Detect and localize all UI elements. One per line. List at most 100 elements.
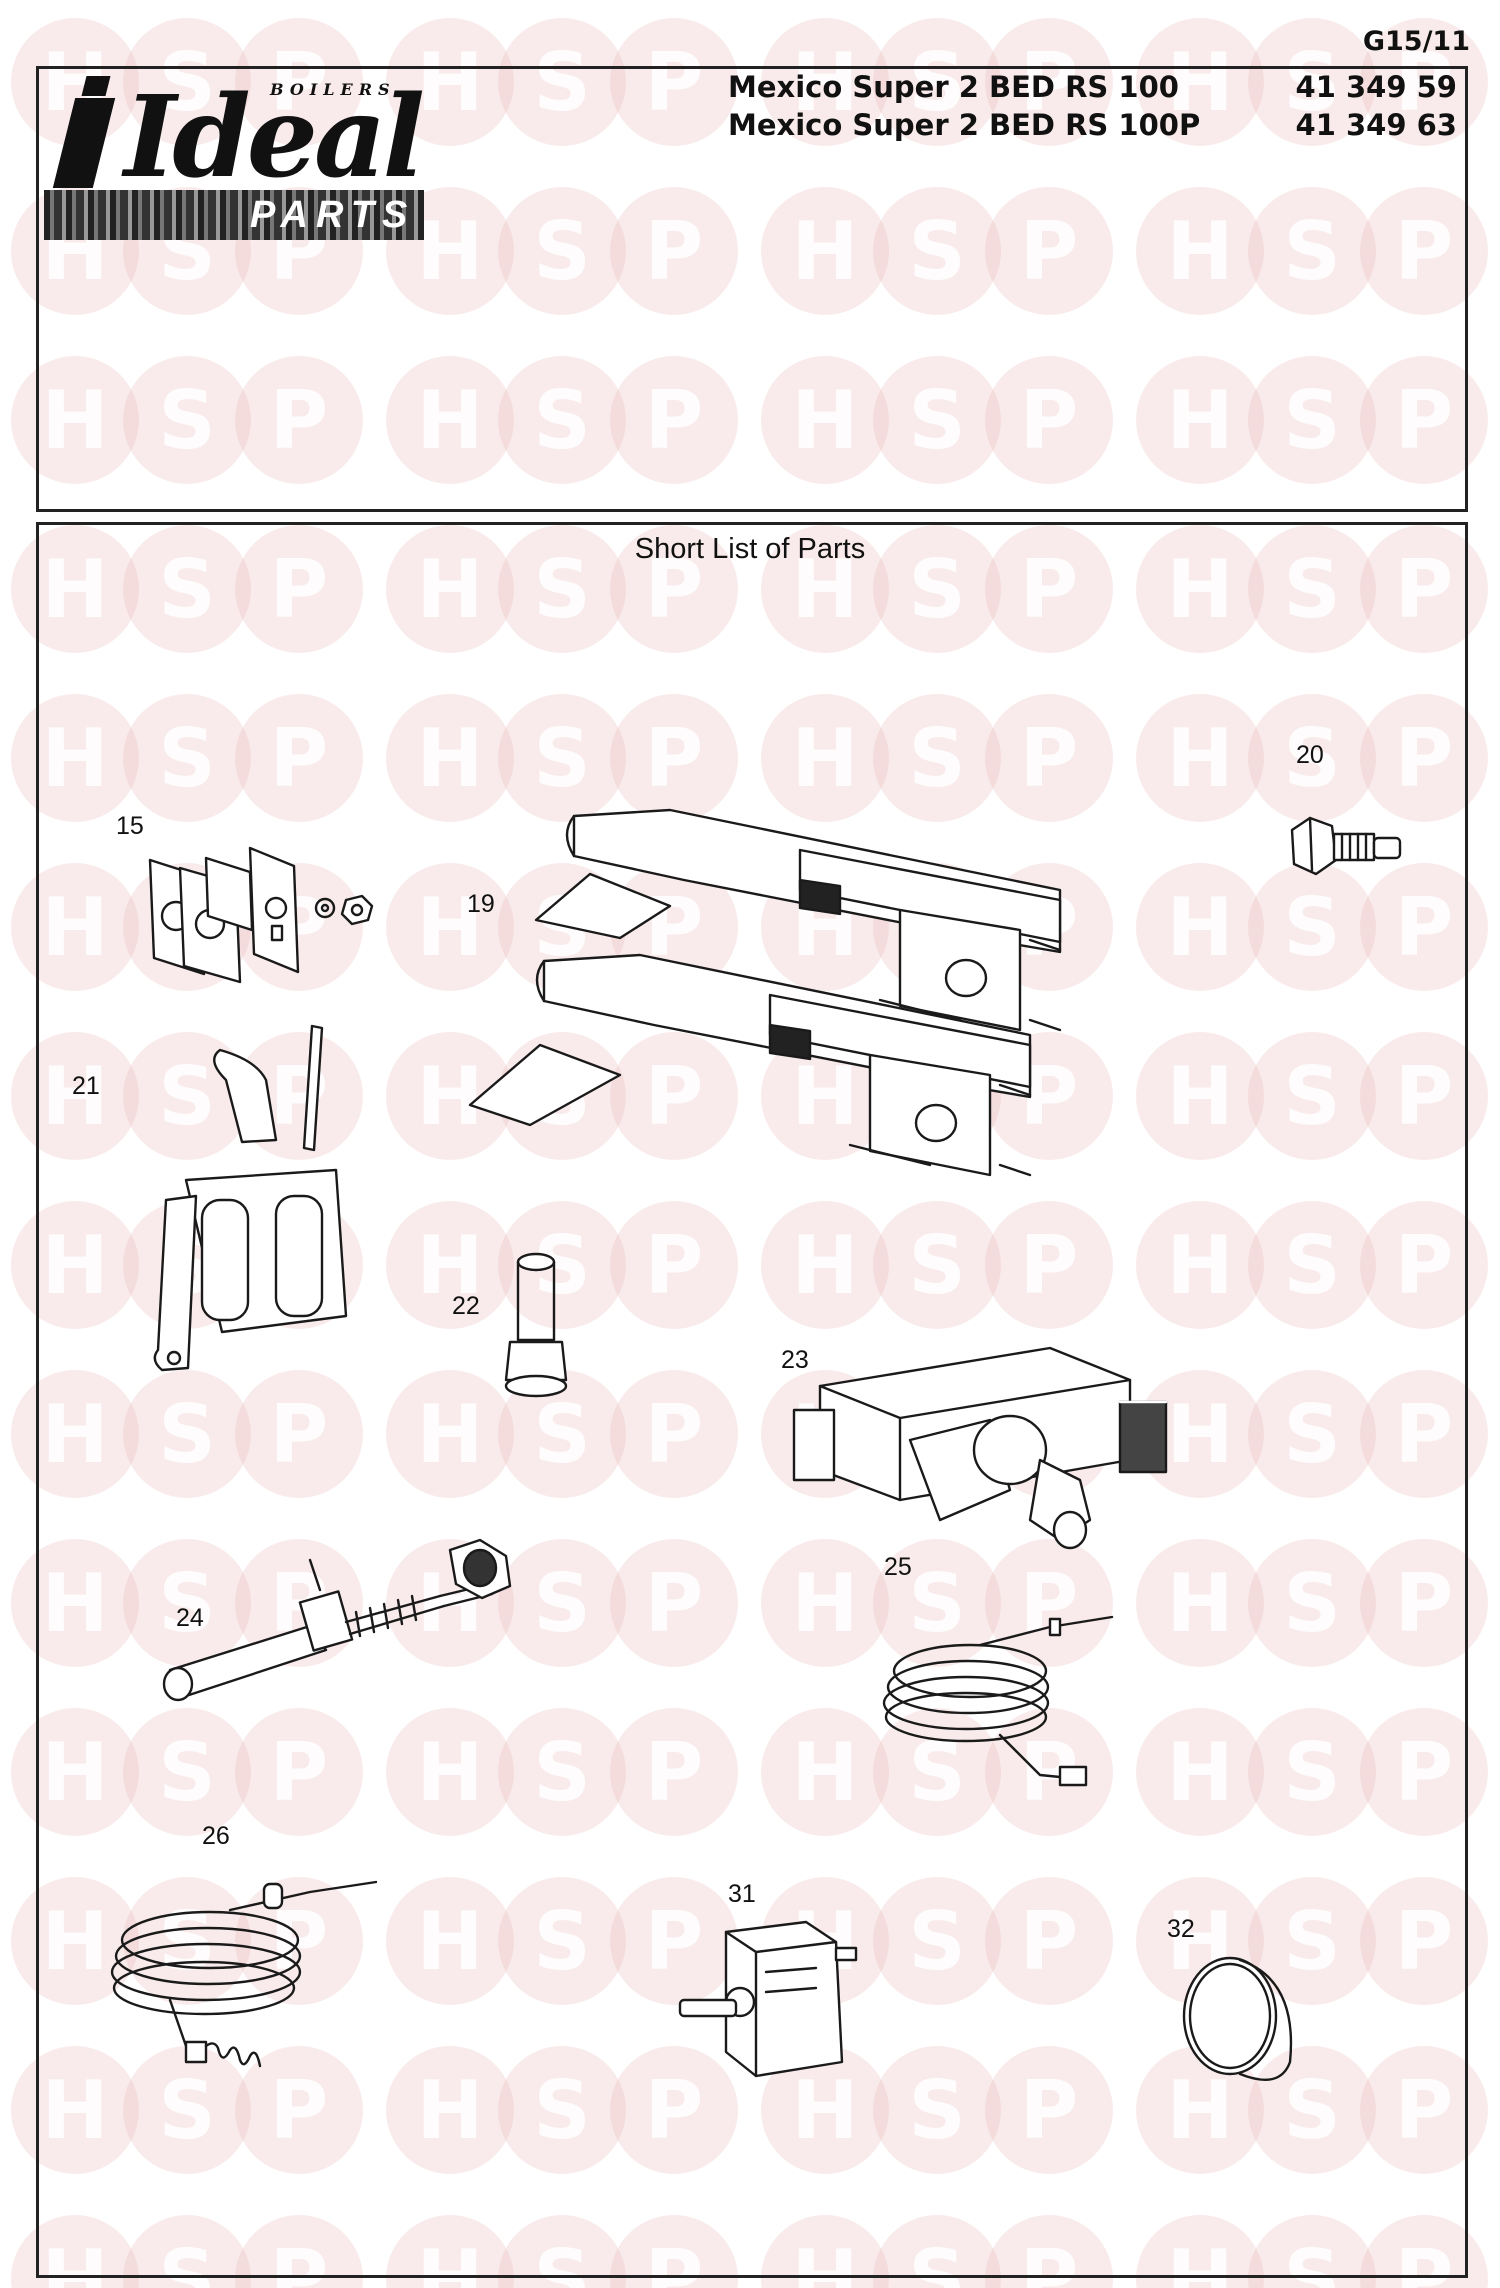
watermark-circle (873, 2046, 1001, 2174)
watermark-letter: S (1283, 374, 1341, 467)
part-label-24: 24 (176, 1604, 204, 1632)
model-code: 41 349 59 (1295, 70, 1457, 104)
watermark-letter: H (792, 1557, 859, 1650)
watermark-circle (1136, 2215, 1264, 2288)
watermark-circle (1136, 863, 1264, 991)
watermark-letter: S (908, 2233, 966, 2288)
watermark-circle (1360, 2046, 1488, 2174)
watermark-letter: H (1167, 1219, 1234, 1312)
watermark-circle (1360, 2215, 1488, 2288)
thermocouple-part (880, 1605, 1120, 1805)
watermark-letter: S (908, 36, 966, 129)
watermark-circle (1248, 1539, 1376, 1667)
watermark-letter: H (417, 1726, 484, 1819)
watermark-letter: P (270, 712, 329, 805)
watermark-letter: P (645, 1895, 704, 1988)
watermark-circle (1136, 525, 1264, 653)
watermark-letter: P (1020, 712, 1079, 805)
part-label-32: 32 (1167, 1915, 1195, 1943)
watermark-circle (985, 18, 1113, 146)
watermark-letter: S (1283, 1557, 1341, 1650)
watermark-letter: S (533, 1726, 591, 1819)
watermark-letter: H (417, 1388, 484, 1481)
watermark-letter: P (645, 36, 704, 129)
watermark-circle (1248, 2046, 1376, 2174)
watermark-circle (1360, 356, 1488, 484)
watermark-circle (610, 1708, 738, 1836)
watermark-letter: H (42, 881, 109, 974)
watermark-letter: P (645, 1050, 704, 1143)
watermark-letter: S (1283, 1050, 1341, 1143)
part-label-22: 22 (452, 1292, 480, 1320)
watermark-circle (386, 1201, 514, 1329)
watermark-letter: H (42, 712, 109, 805)
watermark-circle (386, 2215, 514, 2288)
watermark-circle (123, 1708, 251, 1836)
watermark-circle (386, 2046, 514, 2174)
watermark-letter: S (1283, 1388, 1341, 1481)
watermark-letter: P (1020, 1895, 1079, 1988)
watermark-circle (1360, 525, 1488, 653)
watermark-letter: P (1395, 1388, 1454, 1481)
section-title: Short List of Parts (634, 533, 866, 565)
watermark-circle (873, 187, 1001, 315)
watermark-letter: S (158, 2064, 216, 2157)
watermark-letter: H (792, 1050, 859, 1143)
watermark-circle (1248, 1201, 1376, 1329)
watermark-letter: H (792, 2064, 859, 2157)
part-label-31: 31 (728, 1880, 756, 1908)
logo-parts-text: PARTS (250, 194, 416, 236)
watermark-circle (498, 1370, 626, 1498)
watermark-letter: P (1395, 881, 1454, 974)
watermark-letter: S (158, 712, 216, 805)
watermark-letter: H (792, 205, 859, 298)
watermark-letter: H (792, 374, 859, 467)
watermark-letter: S (1283, 1219, 1341, 1312)
watermark-letter: H (1167, 2064, 1234, 2157)
watermark-letter: S (908, 1895, 966, 1988)
watermark-circle (123, 18, 251, 146)
part-label-21: 21 (72, 1072, 100, 1100)
watermark-letter: H (417, 1895, 484, 1988)
watermark-circle (610, 1877, 738, 2005)
watermark-letter: P (270, 1726, 329, 1819)
watermark-circle (1248, 2215, 1376, 2288)
watermark-circle (1248, 18, 1376, 146)
watermark-circle (1360, 1370, 1488, 1498)
watermark-letter: S (1283, 2233, 1341, 2288)
watermark-letter: H (1167, 712, 1234, 805)
watermark-letter: P (1395, 374, 1454, 467)
watermark-circle (11, 525, 139, 653)
watermark-circle (1136, 694, 1264, 822)
watermark-letter: S (908, 1219, 966, 1312)
watermark-circle (498, 1201, 626, 1329)
watermark-letter: P (1395, 712, 1454, 805)
watermark-circle (11, 2215, 139, 2288)
watermark-letter: S (533, 2233, 591, 2288)
watermark-letter: P (1020, 543, 1079, 636)
watermark-circle (235, 694, 363, 822)
watermark-circle (123, 525, 251, 653)
watermark-circle (610, 18, 738, 146)
watermark-letter: H (417, 1219, 484, 1312)
watermark-letter: P (270, 374, 329, 467)
watermark-circle (1248, 1370, 1376, 1498)
watermark-letter: S (158, 1050, 216, 1143)
injector-part (1286, 812, 1406, 888)
watermark-circle (498, 356, 626, 484)
watermark-circle (873, 18, 1001, 146)
watermark-circle (873, 1877, 1001, 2005)
watermark-circle (235, 356, 363, 484)
watermark-letter: S (908, 205, 966, 298)
watermark-letter: H (1167, 205, 1234, 298)
watermark-circle (985, 2215, 1113, 2288)
watermark-letter: H (417, 1050, 484, 1143)
watermark-letter: P (1395, 205, 1454, 298)
watermark-circle (498, 1877, 626, 2005)
watermark-letter: S (533, 1557, 591, 1650)
sight-glass-ring-part (1180, 1950, 1304, 2086)
watermark-circle (1360, 1032, 1488, 1160)
watermark-circle (761, 1708, 889, 1836)
watermark-circle (985, 2046, 1113, 2174)
watermark-letter: P (1020, 2064, 1079, 2157)
